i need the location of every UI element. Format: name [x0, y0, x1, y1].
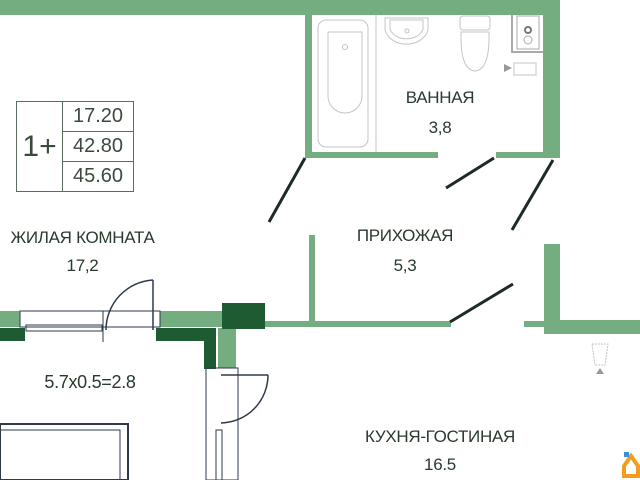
room-name: ПРИХОЖАЯ	[356, 226, 454, 245]
total-area-with-balcony-value: 45.60	[72, 165, 124, 187]
exhaust-hood-icon	[591, 343, 609, 374]
room-count: 1+	[17, 102, 63, 191]
facade-mid-dark	[156, 328, 216, 341]
room-label-kitchen-living: КУХНЯ-ГОСТИНАЯ 16.5	[350, 427, 530, 475]
room-label-bathroom: ВАННАЯ 3,8	[390, 88, 490, 138]
brand-logo-icon	[622, 452, 640, 478]
facade-corner-dark	[204, 328, 216, 369]
sink-icon	[384, 17, 429, 45]
room-area: 5,3	[393, 256, 417, 275]
bathroom-left-wall	[305, 15, 312, 158]
room-name: ЖИЛАЯ КОМНАТА	[10, 228, 155, 247]
facade-left-dark	[0, 328, 25, 341]
living-area-value: 17.20	[63, 102, 133, 132]
bathroom-bottom-wall-left	[305, 152, 438, 158]
room-area: 17,2	[66, 256, 99, 275]
right-stub-wall	[524, 321, 546, 327]
room-name: КУХНЯ-ГОСТИНАЯ	[365, 427, 515, 446]
meter-icon	[504, 62, 537, 76]
right-bottom-wall	[544, 320, 640, 334]
bathtub-icon	[317, 15, 377, 152]
bathroom-right-wall	[543, 0, 560, 158]
room-name: ВАННАЯ	[405, 88, 475, 107]
top-wall	[0, 0, 560, 15]
bathroom-bottom-wall-right	[496, 152, 560, 158]
toilet-icon	[459, 15, 491, 72]
hallway-bottom-wall	[265, 321, 451, 327]
water-heater-icon	[511, 15, 543, 53]
total-area-value: 42.80	[63, 132, 133, 162]
facade-corner-light	[218, 328, 236, 368]
apartment-summary-table: 1+ 17.20 42.80 45.60	[16, 101, 134, 192]
room-label-hallway: ПРИХОЖАЯ 5,3	[345, 226, 465, 276]
facade-left-light	[0, 311, 20, 327]
facade-mid-light	[160, 311, 222, 327]
balcony-area-formula: 5.7x0.5=2.8	[44, 372, 136, 392]
column-dark-block	[222, 303, 265, 329]
right-column-wall	[544, 244, 560, 334]
room-area: 16.5	[424, 455, 456, 474]
hallway-partition	[309, 235, 315, 325]
door-swing	[105, 279, 269, 424]
room-area: 3,8	[428, 118, 452, 137]
room-label-living: ЖИЛАЯ КОМНАТА 17,2	[0, 228, 165, 276]
